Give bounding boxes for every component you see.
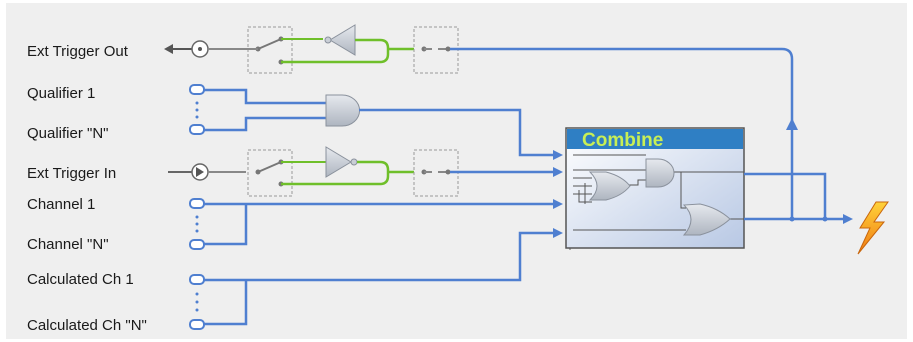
arrow-icon xyxy=(164,44,173,54)
channel-inputs xyxy=(189,198,563,250)
arrow-icon xyxy=(553,228,563,238)
label-qualifier-n: Qualifier "N" xyxy=(27,125,109,142)
combine-title: Combine xyxy=(582,130,663,151)
bnc-connector-icon xyxy=(189,198,205,209)
calculated-channel-inputs xyxy=(189,228,563,330)
arrow-icon xyxy=(843,214,853,224)
lightning-bolt-icon xyxy=(857,201,889,255)
and-gate-icon xyxy=(645,158,675,188)
ext-trigger-in-path xyxy=(168,146,563,197)
bnc-connector-icon xyxy=(189,274,205,285)
label-calc-ch-n: Calculated Ch "N" xyxy=(27,317,147,334)
arrow-icon xyxy=(553,150,563,160)
arrow-icon xyxy=(553,167,563,177)
label-channel-n: Channel "N" xyxy=(27,236,109,253)
switch-icon xyxy=(247,149,293,197)
ext-trigger-out-path xyxy=(164,24,794,220)
combine-block: Combine xyxy=(565,127,745,250)
label-ext-trigger-in: Ext Trigger In xyxy=(27,165,116,182)
bnc-connector-icon xyxy=(189,84,205,95)
combine-title-bar xyxy=(567,129,743,149)
qualifier-inputs xyxy=(189,84,563,160)
arrow-icon xyxy=(553,199,563,209)
label-qualifier-1: Qualifier 1 xyxy=(27,85,95,102)
or-gate-icon xyxy=(588,171,631,201)
buffer-gate-icon xyxy=(325,146,352,178)
or-gate-icon xyxy=(682,203,731,236)
label-ext-trigger-out: Ext Trigger Out xyxy=(27,43,129,60)
arrow-icon xyxy=(786,118,798,130)
and-gate-icon xyxy=(325,94,361,127)
label-channel-1: Channel 1 xyxy=(27,196,95,213)
label-calc-ch-1: Calculated Ch 1 xyxy=(27,271,134,288)
combine-output-wiring xyxy=(744,118,853,224)
